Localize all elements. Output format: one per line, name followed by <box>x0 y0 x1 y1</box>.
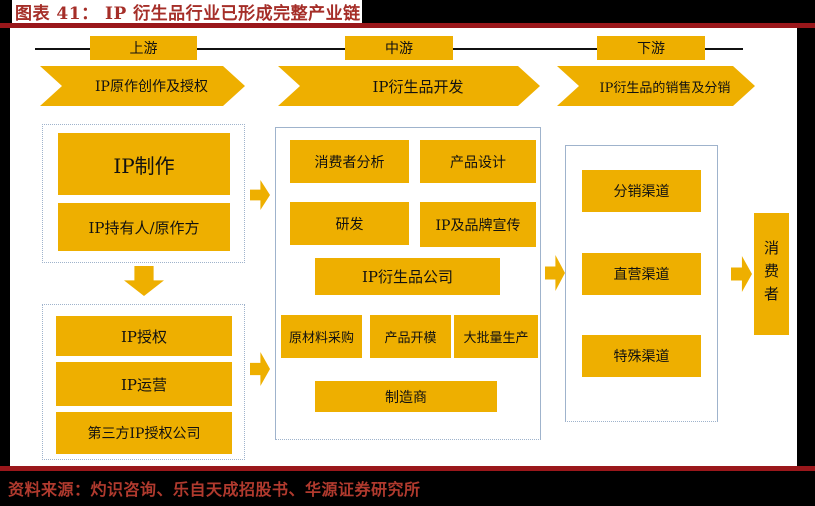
node-ip-operation: IP运营 <box>56 362 232 406</box>
banner-downstream: IP衍生品的销售及分销 <box>557 66 755 106</box>
node-ip-derivative-company: IP衍生品公司 <box>315 258 500 295</box>
stage-label-downstream: 下游 <box>597 36 705 60</box>
banner-upstream: IP原作创作及授权 <box>40 66 245 106</box>
stage-label-midstream: 中游 <box>345 36 453 60</box>
node-mass-production: 大批量生产 <box>454 315 538 358</box>
figure-title-band: 图表 41： IP 衍生品行业已形成完整产业链 <box>12 0 362 24</box>
banner-midstream: IP衍生品开发 <box>278 66 540 106</box>
node-distribution-channel: 分销渠道 <box>582 170 701 212</box>
stage-label-upstream: 上游 <box>90 36 197 60</box>
node-consumer-analysis: 消费者分析 <box>290 140 409 183</box>
node-product-design: 产品设计 <box>420 140 536 183</box>
node-ip-holder: IP持有人/原作方 <box>58 203 230 251</box>
node-manufacturer: 制造商 <box>315 381 497 412</box>
node-product-molding: 产品开模 <box>370 315 451 358</box>
bottom-divider <box>0 466 815 471</box>
node-ip-brand-promotion: IP及品牌宣传 <box>420 202 536 247</box>
top-divider <box>0 23 815 28</box>
figure-title: 图表 41： IP 衍生品行业已形成完整产业链 <box>15 4 361 24</box>
node-raw-material-purchase: 原材料采购 <box>281 315 362 358</box>
node-ip-production: IP制作 <box>58 133 230 195</box>
source-note: 资料来源：灼识咨询、乐自天成招股书、华源证券研究所 <box>8 480 421 499</box>
node-special-channel: 特殊渠道 <box>582 335 701 377</box>
node-rnd: 研发 <box>290 202 409 245</box>
node-direct-channel: 直营渠道 <box>582 253 701 295</box>
consumer-label: 消费者 <box>762 239 780 309</box>
node-consumer: 消费者 <box>754 213 789 335</box>
node-third-party-licensor: 第三方IP授权公司 <box>56 412 232 454</box>
node-ip-licensing: IP授权 <box>56 316 232 356</box>
